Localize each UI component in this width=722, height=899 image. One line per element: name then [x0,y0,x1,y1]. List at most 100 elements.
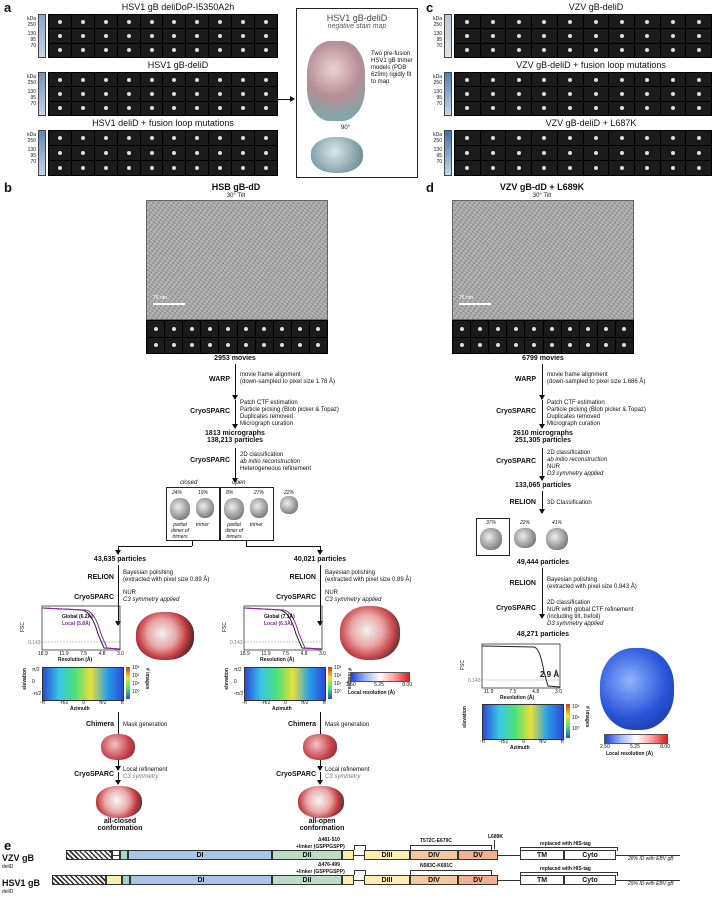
particle-density [696,91,701,96]
class-average-cell [255,87,277,101]
class-average-cell [634,43,660,57]
particle-density [218,48,223,53]
class-average-cell [140,73,163,87]
particle-density [670,77,675,82]
arrow-to-map [278,99,292,100]
particle-density [103,77,108,82]
particle-density [593,33,598,38]
class-average-cell [686,131,711,145]
class-average-cell [583,15,609,29]
class-average-cell [543,321,561,337]
e-vzv-del: Δ481-510 [318,837,340,843]
class-average-cell [186,43,209,57]
class-average-cell [163,146,186,160]
class-average-cell [532,43,557,57]
particle-density [195,166,200,170]
pct-1: 24% [172,490,183,496]
particle-density [542,106,547,111]
particle-density [670,151,675,155]
particle-density [696,33,701,38]
class-average-cell [686,43,711,57]
particle-density [218,33,223,38]
particle-density [149,106,154,111]
particle-density [513,326,518,331]
particle-density [516,151,521,155]
particle-density [207,343,212,348]
b-title: HSB gB-dD [211,182,261,192]
d-azim: Azimuth [510,745,530,751]
class-average-cell [686,29,711,43]
open-box [220,487,274,541]
particle-density [645,151,650,155]
class-average-cell [615,321,633,337]
gel-lane-c2 [444,72,452,116]
class-average-cell [117,101,140,115]
class-average-cell [49,101,71,115]
class-average-cell [506,43,532,57]
class-average-cell [480,15,506,29]
b-micrograph: 75 nm [146,200,328,320]
class-average-cell [291,337,309,353]
particle-density [195,91,200,96]
e-vzv-DIII: DIII [364,850,410,860]
d-res-label: Resolution (Å) [500,695,535,701]
particle-density [207,326,212,331]
class-average-cell [163,101,186,115]
particle-density [264,77,269,82]
class-average-cell [255,337,273,353]
class-average-cell [71,29,94,43]
particle-density [696,77,701,82]
particle-density [241,151,246,155]
particle-density [195,33,200,38]
particle-density [225,326,230,331]
particle-density [670,19,675,24]
class-average-cell [471,321,489,337]
class-average-cell [506,146,532,160]
particle-density [491,33,496,38]
particle-density [189,343,194,348]
particle-density [495,343,500,348]
br-azim: Azimuth [272,706,292,712]
particle-density [103,33,108,38]
class-average-cell [609,73,634,87]
br-heatmap [244,667,326,701]
particle-density [513,343,518,348]
e-vzv-sub: deliD [2,864,14,870]
class-average-cell [71,131,94,145]
particle-density [645,136,650,140]
class-average-cell [480,101,506,115]
d-count-5: 48,271 particles [516,631,570,638]
class-average-cell [255,73,277,87]
class-average-cell [506,101,532,115]
d-local-res-map [600,648,674,730]
class-average-cell [186,131,209,145]
class-average-cell [71,101,94,115]
class-average-cell [557,146,583,160]
particle-density [550,343,555,348]
b-tilt: 30° Tilt [226,193,246,199]
particle-density [262,326,267,331]
class-average-cell [609,161,634,175]
class-average-cell [255,146,277,160]
b-arrow-3 [232,448,238,483]
class-average-cell [634,29,660,43]
particle-density [604,326,609,331]
bl-local: Local (5.8Å) [62,621,91,627]
class-average-cell [49,43,71,57]
particle-density [57,166,62,170]
particle-density [465,91,470,96]
e-hsv-TM: TM [520,875,564,885]
class-average-cell [94,29,117,43]
class-map-2 [196,498,214,518]
d-fsc-curve [481,645,561,688]
class-average-cell [583,146,609,160]
d-pct-3: 41% [552,520,563,526]
d-pct-1: 37% [486,520,497,526]
particle-density [568,166,573,170]
class-average-cell [660,73,686,87]
rotation-label: 90° [341,125,351,131]
b-2d-classes [146,320,328,354]
